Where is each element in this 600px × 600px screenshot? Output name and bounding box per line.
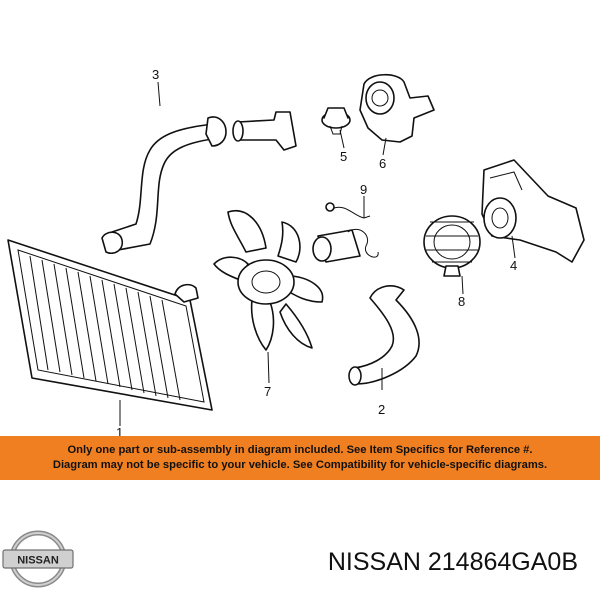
leader-lines bbox=[119, 81, 516, 426]
fan-motor-drawing bbox=[312, 202, 379, 263]
callout-4: 4 bbox=[510, 258, 517, 273]
callout-5: 5 bbox=[340, 149, 347, 164]
callout-1: 1 bbox=[116, 425, 123, 440]
callout-3: 3 bbox=[152, 67, 159, 82]
disclaimer-banner: Only one part or sub-assembly in diagram… bbox=[0, 436, 600, 480]
lower-hose-drawing bbox=[348, 285, 420, 386]
logo-wordmark: NISSAN bbox=[17, 555, 59, 567]
callout-9: 9 bbox=[360, 182, 367, 197]
nissan-logo-icon: NISSAN bbox=[2, 530, 74, 588]
thermostat-drawing bbox=[321, 107, 351, 135]
cooling-system-diagram: 1 2 3 4 5 6 7 8 9 bbox=[7, 67, 585, 440]
fan-blade-drawing bbox=[213, 209, 324, 351]
callout-2: 2 bbox=[378, 402, 385, 417]
disclaimer-line-1: Only one part or sub-assembly in diagram… bbox=[67, 444, 533, 456]
water-outlet-drawing bbox=[232, 111, 297, 151]
water-pump-drawing bbox=[481, 159, 585, 263]
callout-6: 6 bbox=[379, 156, 386, 171]
callout-8: 8 bbox=[458, 294, 465, 309]
callout-7: 7 bbox=[264, 384, 271, 399]
radiator-drawing bbox=[7, 239, 213, 411]
part-number-caption: NISSAN 214864GA0B bbox=[327, 548, 578, 576]
thermostat-housing-drawing bbox=[359, 73, 435, 143]
upper-hose-drawing bbox=[101, 116, 227, 255]
disclaimer-line-2: Diagram may not be specific to your vehi… bbox=[52, 459, 548, 471]
fan-clutch-drawing bbox=[423, 215, 481, 277]
